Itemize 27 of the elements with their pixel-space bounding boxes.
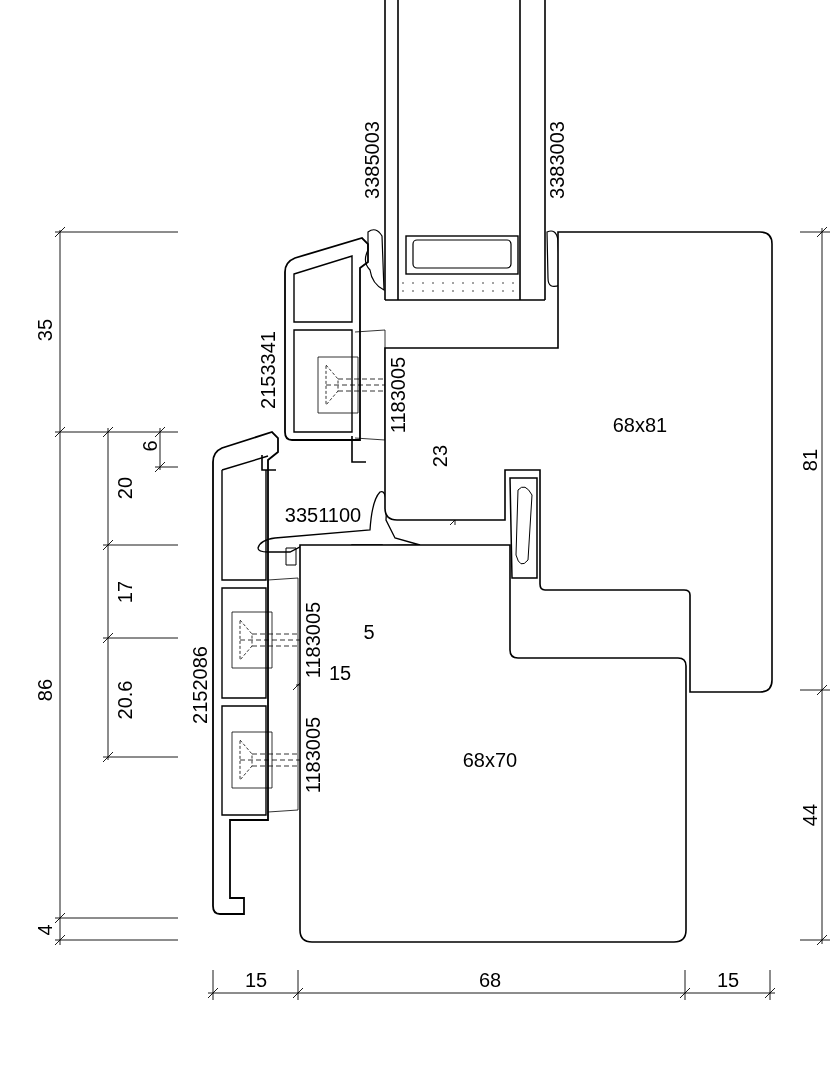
dimension-value: 20 — [115, 476, 135, 500]
dimension-value: 15 — [716, 970, 740, 990]
part-number: 2152086 — [190, 646, 210, 724]
frame-timber-section — [298, 543, 688, 944]
sash-timber-section — [383, 230, 774, 694]
dimension-value: 15 — [328, 663, 352, 683]
section-size-label: 68x81 — [612, 415, 668, 435]
dimension-value: 6 — [140, 440, 160, 452]
dimension-value: 17 — [115, 580, 135, 604]
section-size-label: 68x70 — [462, 750, 518, 770]
part-number: 3385003 — [362, 121, 382, 199]
part-number: 1183005 — [388, 356, 408, 434]
dimension-value: 35 — [35, 318, 55, 342]
dimension-value: 86 — [35, 678, 55, 702]
dimension-value: 68 — [478, 970, 502, 990]
dimension-value: 4 — [35, 924, 55, 936]
part-number: 1183005 — [303, 601, 323, 679]
dimension-value: 44 — [800, 803, 820, 827]
part-number: 3383003 — [547, 121, 567, 199]
dimension-value: 15 — [244, 970, 268, 990]
dimension-value: 5 — [363, 622, 375, 642]
part-number: 2153341 — [258, 331, 278, 409]
dimension-value: 23 — [430, 444, 450, 468]
dimension-value: 20.6 — [115, 680, 135, 720]
dimension-value: 81 — [800, 448, 820, 472]
part-number: 1183005 — [303, 716, 323, 794]
part-number: 3351100 — [284, 505, 362, 525]
